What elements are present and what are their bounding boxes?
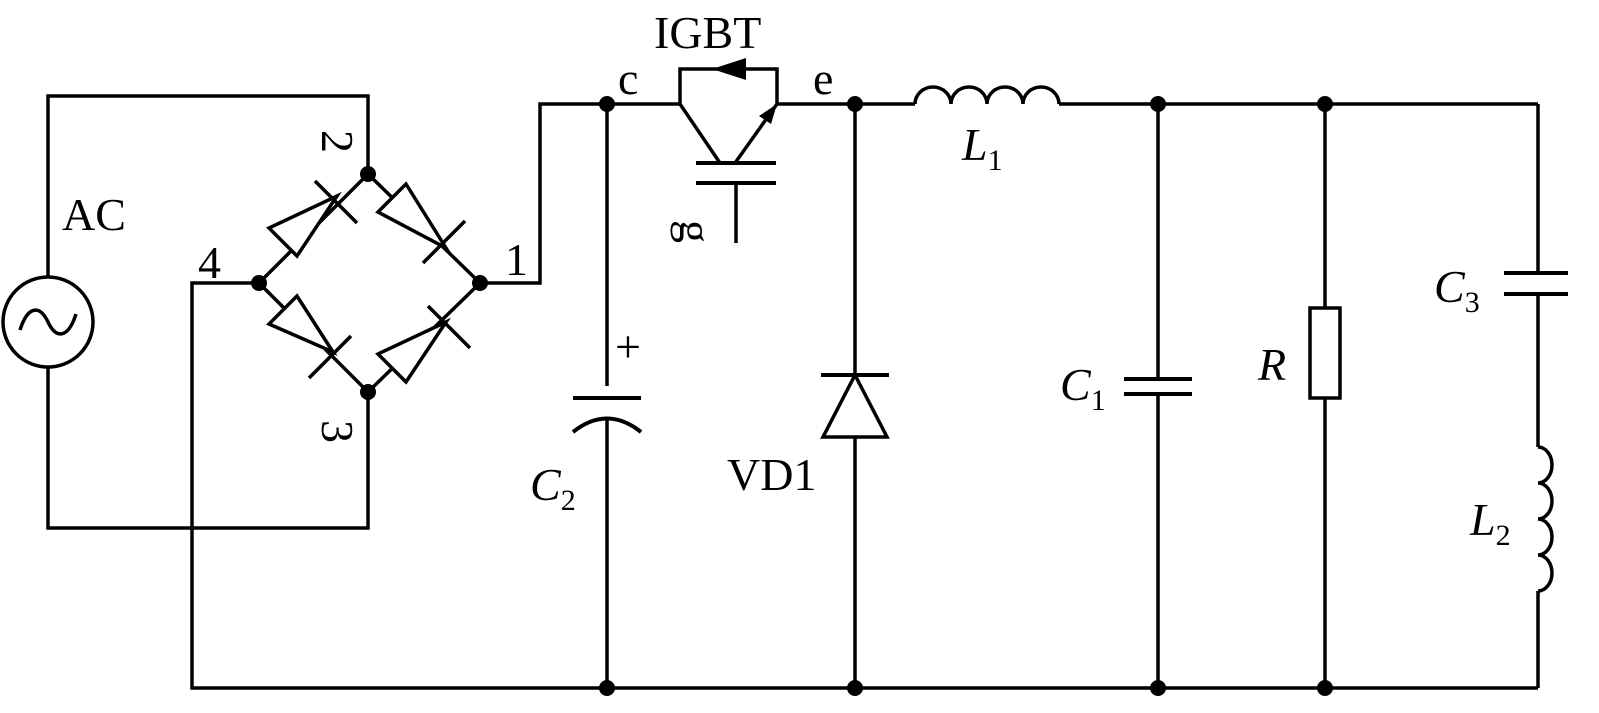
r-label: R bbox=[1257, 339, 1286, 390]
ac-source-label: AC bbox=[62, 189, 126, 240]
node-2-dot bbox=[360, 166, 376, 182]
resistor-r bbox=[1308, 104, 1342, 688]
c2-polarity: + bbox=[615, 321, 641, 372]
junction-c1-bottom bbox=[1150, 680, 1166, 696]
node-3-label: 3 bbox=[312, 420, 363, 443]
vd1-label: VD1 bbox=[727, 449, 816, 500]
capacitor-c1 bbox=[1124, 104, 1192, 688]
collector-label: c bbox=[618, 53, 638, 104]
igbt-label: IGBT bbox=[654, 7, 761, 58]
l1-label: L1 bbox=[961, 119, 1003, 177]
inductor-l2 bbox=[1536, 445, 1554, 688]
capacitor-c3 bbox=[1504, 104, 1568, 447]
node-2-label: 2 bbox=[312, 130, 363, 153]
wire-ac-bottom bbox=[46, 367, 370, 530]
junction-vd1-top bbox=[847, 96, 863, 112]
c3-label: C3 bbox=[1434, 261, 1480, 319]
junction-c2-bottom bbox=[599, 680, 615, 696]
node-1-label: 1 bbox=[505, 234, 528, 285]
junction-c2-top bbox=[599, 96, 615, 112]
c1-label: C1 bbox=[1060, 359, 1106, 417]
node-3-dot bbox=[360, 384, 376, 400]
junction-r-top bbox=[1317, 96, 1333, 112]
inductor-l1 bbox=[913, 85, 1061, 105]
ac-source bbox=[1, 275, 95, 369]
l2-label: L2 bbox=[1469, 494, 1511, 552]
junction-r-bottom bbox=[1317, 680, 1333, 696]
diode-vd1 bbox=[820, 104, 890, 688]
c2-label: C2 bbox=[530, 459, 576, 517]
wire-dc-return bbox=[190, 281, 1538, 690]
igbt bbox=[678, 58, 779, 243]
junction-vd1-bottom bbox=[847, 680, 863, 696]
bridge-diode-lower-right bbox=[375, 304, 472, 385]
bridge-diode-lower-left bbox=[265, 293, 353, 380]
bridge-rectifier bbox=[251, 166, 488, 400]
capacitor-c2 bbox=[571, 104, 643, 688]
wire-ac-top bbox=[46, 94, 370, 277]
bridge-diode-upper-right bbox=[375, 181, 467, 265]
node-4-label: 4 bbox=[198, 237, 221, 288]
bridge-diode-upper-left bbox=[266, 179, 359, 259]
emitter-label: e bbox=[813, 53, 833, 104]
gate-label: g bbox=[670, 220, 721, 243]
junction-c1-top bbox=[1150, 96, 1166, 112]
